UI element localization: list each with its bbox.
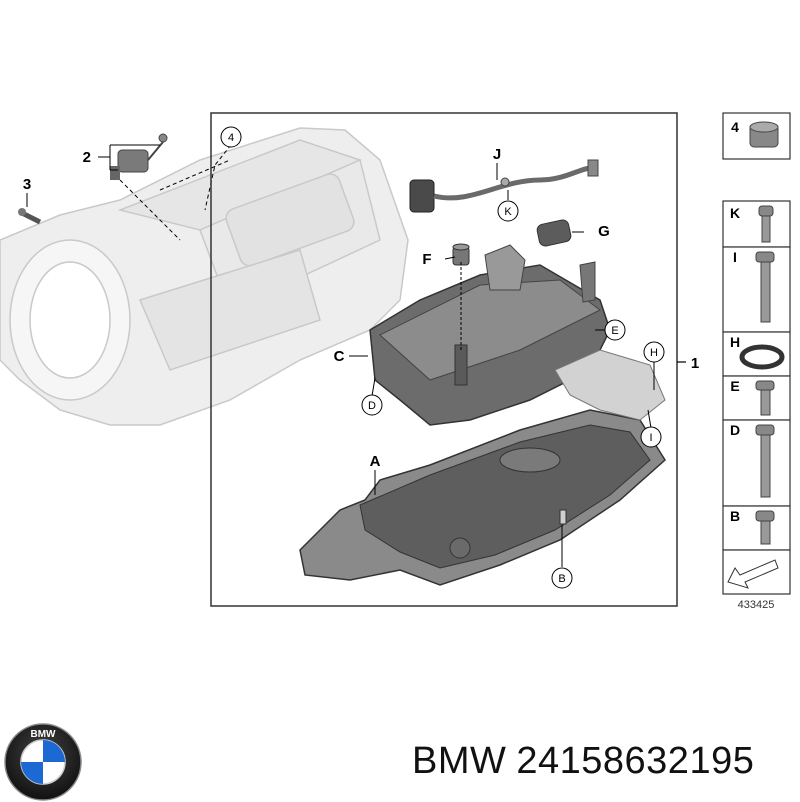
side-label-e: E <box>730 378 739 394</box>
label-h-circle <box>643 341 665 363</box>
label-d: D <box>368 400 376 412</box>
side-part-i-bolt <box>755 251 775 323</box>
label-4-circle <box>220 126 242 148</box>
part-h-i-module <box>554 349 666 421</box>
brand-name: BMW <box>412 740 507 782</box>
side-part-b-bolt <box>755 510 775 545</box>
logo-letters: BMW <box>31 729 57 740</box>
side-part-k-bolt <box>758 205 774 243</box>
label-2: 2 <box>83 149 91 166</box>
leader-lines-main <box>349 163 655 567</box>
label-i: I <box>649 432 652 444</box>
side-part-4-plug <box>749 121 779 148</box>
arrow-icon <box>727 559 779 589</box>
label-i-circle <box>640 426 662 448</box>
bmw-roundel-logo: BMW <box>4 723 82 801</box>
side-panel <box>722 112 791 595</box>
label-4: 4 <box>228 132 234 144</box>
part-f-seal <box>452 243 470 266</box>
label-a: A <box>370 453 381 470</box>
side-label-d: D <box>730 422 740 438</box>
part-g-sleeve <box>536 219 572 247</box>
side-label-4: 4 <box>731 119 739 135</box>
part-3-screw <box>18 208 42 225</box>
label-d-circle <box>361 394 383 416</box>
side-part-d-bolt <box>755 424 775 498</box>
label-e: E <box>611 325 618 337</box>
side-part-e-bolt <box>755 380 775 416</box>
transmission-housing <box>0 127 409 426</box>
label-b: B <box>558 573 565 585</box>
side-label-b: B <box>730 508 740 524</box>
label-k-circle <box>497 200 519 222</box>
label-k: K <box>504 206 512 218</box>
label-e-circle <box>604 319 626 341</box>
leader-lines-left <box>26 144 232 241</box>
label-h: H <box>650 347 658 359</box>
main-frame <box>210 112 678 607</box>
side-part-h-oring <box>739 344 785 370</box>
part-j-cable <box>409 159 599 213</box>
part-a-oil-pan <box>299 409 666 586</box>
label-g: G <box>598 223 610 240</box>
label-b-circle <box>551 567 573 589</box>
side-label-k: K <box>730 205 740 221</box>
part-2-sensor <box>110 133 168 180</box>
side-label-h: H <box>730 334 740 350</box>
label-c: C <box>334 348 345 365</box>
part-number: 24158632195 <box>516 740 755 782</box>
diagram-number: 433425 <box>738 599 775 611</box>
label-3: 3 <box>23 176 31 193</box>
part-c-valve-body <box>369 244 611 426</box>
label-j: J <box>493 146 501 163</box>
side-label-i: I <box>733 249 737 265</box>
label-f: F <box>422 251 431 268</box>
label-1: 1 <box>691 355 699 372</box>
